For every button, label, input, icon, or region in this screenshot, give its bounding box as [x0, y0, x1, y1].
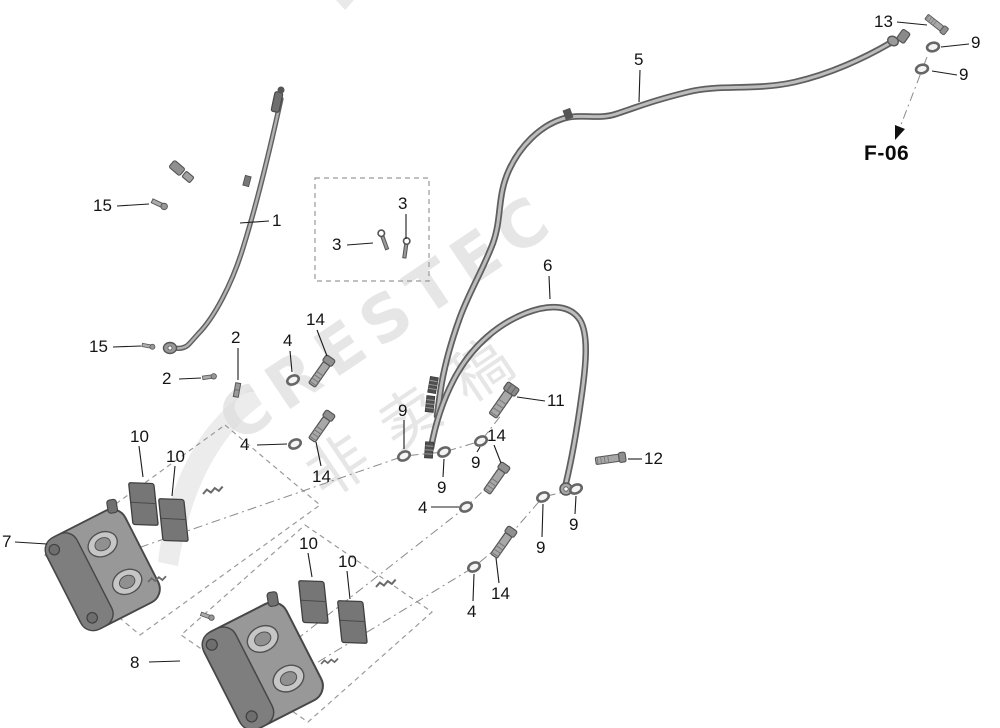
union-fittings — [169, 160, 195, 183]
figure-reference-f06: F-06 — [864, 142, 910, 165]
watermark: CRESTEC 非卖稿 — [158, 0, 571, 566]
pad-spring-clip — [319, 656, 340, 667]
pad-spring-clip — [201, 483, 225, 497]
watermark-fragment — [336, 0, 354, 10]
bolt-12 — [594, 451, 627, 467]
bolt-14-c — [481, 460, 512, 496]
brake-pad-10-d — [336, 597, 368, 647]
brake-pad-10-a — [127, 479, 159, 529]
pad-pin-3-right — [400, 236, 412, 260]
callout-9-a: 9 — [971, 33, 981, 52]
callout-13: 13 — [874, 12, 893, 31]
callout-9-e: 9 — [471, 453, 481, 472]
washer-4-d — [465, 559, 483, 575]
callout-11: 11 — [547, 391, 565, 410]
f06-arrowhead — [895, 125, 905, 140]
washer-9-d — [435, 444, 453, 460]
screw-15-upper — [150, 197, 169, 212]
callout-8: 8 — [130, 653, 140, 672]
bolt-14-d — [488, 524, 519, 560]
rod-clamp — [242, 174, 252, 188]
callout-4-a: 4 — [283, 331, 293, 350]
hose-eyelet-hole — [563, 486, 569, 492]
callout-9-b: 9 — [959, 65, 969, 84]
callout-1: 1 — [272, 211, 282, 230]
pipe-fitting-collar — [424, 395, 436, 413]
pipe-end-eyelet — [887, 35, 899, 47]
brake-rod-1 — [162, 86, 285, 355]
bleed-screw — [199, 610, 216, 622]
callout-5: 5 — [634, 50, 644, 69]
callout-4-c: 4 — [418, 498, 428, 517]
callout-9-f: 9 — [536, 538, 546, 557]
leader-lines — [14, 21, 970, 663]
pin-kit-dashed-box — [314, 177, 430, 282]
washer-9-a — [924, 40, 942, 54]
callout-9-c: 9 — [398, 401, 408, 420]
callout-15-b: 15 — [89, 337, 108, 356]
callout-10-b: 10 — [166, 447, 185, 466]
pad-pin-3-left — [376, 228, 391, 252]
pad-spring-clip — [374, 576, 398, 590]
callout-2-b: 2 — [162, 369, 172, 388]
callout-3-b: 3 — [398, 194, 408, 213]
callout-2-a: 2 — [231, 328, 241, 347]
washer-4-b — [286, 436, 304, 452]
pipe-end-nut — [896, 28, 911, 44]
callout-10-d: 10 — [338, 552, 357, 571]
callout-4-b: 4 — [240, 435, 250, 454]
callout-10-c: 10 — [299, 534, 318, 553]
callout-6: 6 — [543, 256, 553, 275]
callout-14-a: 14 — [306, 310, 325, 329]
washer-4-c — [457, 499, 475, 515]
callout-10-a: 10 — [130, 427, 149, 446]
callout-9-g: 9 — [569, 515, 579, 534]
rod-banjo-hole — [167, 345, 173, 351]
callout-3-a: 3 — [332, 235, 342, 254]
callout-15-a: 15 — [93, 196, 112, 215]
sleeve-2 — [232, 382, 242, 398]
brake-pipe-5 — [424, 28, 911, 420]
callout-9-d: 9 — [437, 478, 447, 497]
callout-12: 12 — [644, 449, 663, 468]
callout-14-c: 14 — [487, 426, 506, 445]
pipe-clamp — [562, 107, 574, 121]
callout-7: 7 — [2, 532, 12, 551]
brake-pad-10-b — [157, 495, 189, 545]
callout-14-d: 14 — [491, 584, 510, 603]
callout-4-d: 4 — [467, 602, 477, 621]
washer-9-f — [534, 489, 552, 505]
brake-hose-6 — [423, 303, 589, 496]
pin-2-left — [201, 372, 218, 381]
hose-fitting-collar — [423, 441, 435, 459]
washer-9-b — [913, 62, 931, 76]
brake-pad-10-c — [297, 577, 329, 627]
screw-15-lower — [141, 342, 156, 351]
rod-top-cap — [277, 86, 285, 94]
callout-14-b: 14 — [312, 467, 331, 486]
bolt-13 — [923, 12, 950, 36]
